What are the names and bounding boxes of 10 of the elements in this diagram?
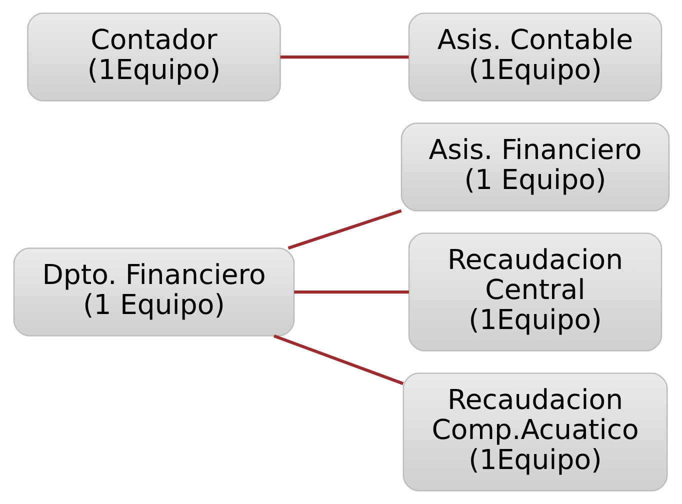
node-box: Asis. Contable (1Equipo) [408,12,662,102]
connector [273,334,404,386]
node-box: Recaudacion Central (1Equipo) [408,232,662,352]
node-box: Contador (1Equipo) [26,12,280,102]
connector [280,55,408,59]
connector [287,209,402,250]
node-box: Asis. Financiero (1 Equipo) [400,122,670,212]
connector [294,290,408,294]
node-box: Recaudacion Comp.Acuatico (1Equipo) [402,372,668,492]
node-box: Dpto. Financiero (1 Equipo) [12,248,294,336]
